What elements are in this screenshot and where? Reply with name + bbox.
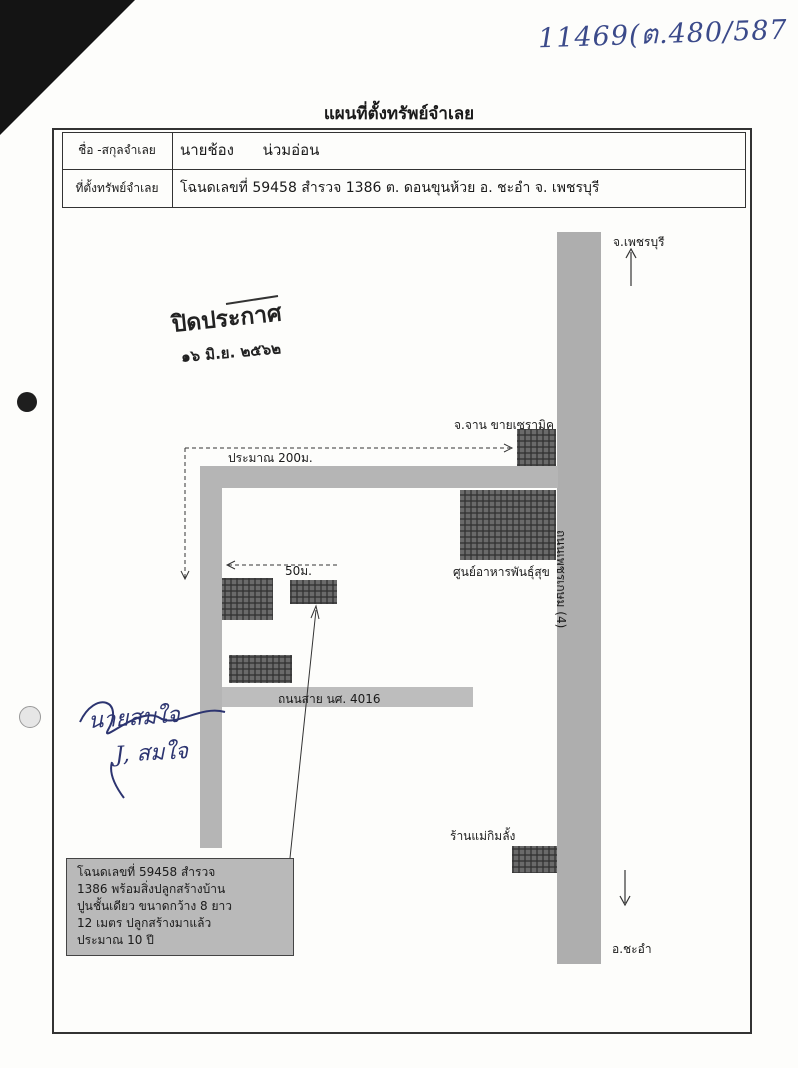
landmark-ceramic-label: จ.จาน ขายเซรามิค: [454, 418, 554, 432]
signature-scribble: [79, 701, 226, 735]
local-road-vertical: [200, 466, 222, 848]
map-sheet-border: [52, 128, 752, 1034]
punch-hole: [17, 392, 37, 412]
note-line: ประมาณ 10 ปี: [77, 933, 154, 947]
highway-label: ถนนเพชรเกษม (4): [554, 530, 568, 629]
distance-200-arrow: [503, 443, 514, 453]
name-value: นายช้อง น่วมอ่อน: [180, 141, 320, 159]
property-note-box: โฉนดเลขที่ 59458 สำรวจ 1386 พร้อมสิ่งปลู…: [66, 858, 294, 956]
note-line: ปูนชั้นเดียว ขนาดกว้าง 8 ยาว: [77, 899, 232, 913]
north-label: จ.เพชรบุรี: [613, 235, 665, 249]
highway-road: [557, 232, 601, 964]
signature-line2: J, สมใจ: [114, 739, 189, 768]
building-defendant-property: [290, 580, 337, 604]
distance-200-drop-arrow: [180, 570, 190, 581]
note-pointer-arrow: [310, 604, 320, 620]
landmark-shop-label: ร้านแม่กิมลั้ง: [450, 829, 516, 843]
road-4016: [222, 687, 473, 707]
distance-50-arrow: [225, 560, 236, 570]
signature-line1: นายสมใจ: [87, 702, 181, 735]
name-label: ชื่อ -สกุลจำเลย: [62, 132, 173, 169]
defendant-info-table: ชื่อ -สกุลจำเลย นายช้อง น่วมอ่อน ที่ตั้ง…: [62, 132, 746, 208]
south-label: อ.ชะอำ: [612, 942, 652, 956]
location-label: ที่ตั้งทรัพย์จำเลย: [62, 170, 173, 207]
note-pointer-line: [289, 609, 317, 859]
building-ceramic-shop: [517, 429, 556, 466]
note-line: โฉนดเลขที่ 59458 สำรวจ: [77, 865, 216, 879]
note-line: 12 เมตร ปลูกสร้างมาแล้ว: [77, 916, 212, 930]
distance-200-label: ประมาณ 200ม.: [228, 451, 313, 465]
distance-50-label: 50ม.: [285, 564, 312, 578]
branch-road-upper: [200, 466, 558, 488]
landmark-food-center-label: ศูนย์อาหารพันธุ์สุข: [453, 565, 550, 579]
building-food-center: [460, 490, 556, 560]
location-row: ที่ตั้งทรัพย์จำเลย โฉนดเลขที่ 59458 สำรว…: [62, 170, 746, 207]
location-value: โฉนดเลขที่ 59458 สำรวจ 1386 ต. ดอนขุนห้ว…: [180, 180, 600, 196]
building-house-left: [222, 578, 273, 620]
punch-hole: [19, 706, 41, 728]
note-line: 1386 พร้อมสิ่งปลูกสร้างบ้าน: [77, 882, 226, 896]
building-shop-south: [512, 846, 557, 873]
stamp-flourish: [225, 295, 279, 305]
scan-corner-shadow: [0, 0, 135, 135]
building-house-lower: [229, 655, 292, 683]
page-title: แผนที่ตั้งทรัพย์จำเลย: [323, 104, 475, 124]
road-4016-label: ถนนสาย นศ. 4016: [278, 692, 381, 706]
name-row: ชื่อ -สกุลจำเลย นายช้อง น่วมอ่อน: [62, 132, 746, 170]
